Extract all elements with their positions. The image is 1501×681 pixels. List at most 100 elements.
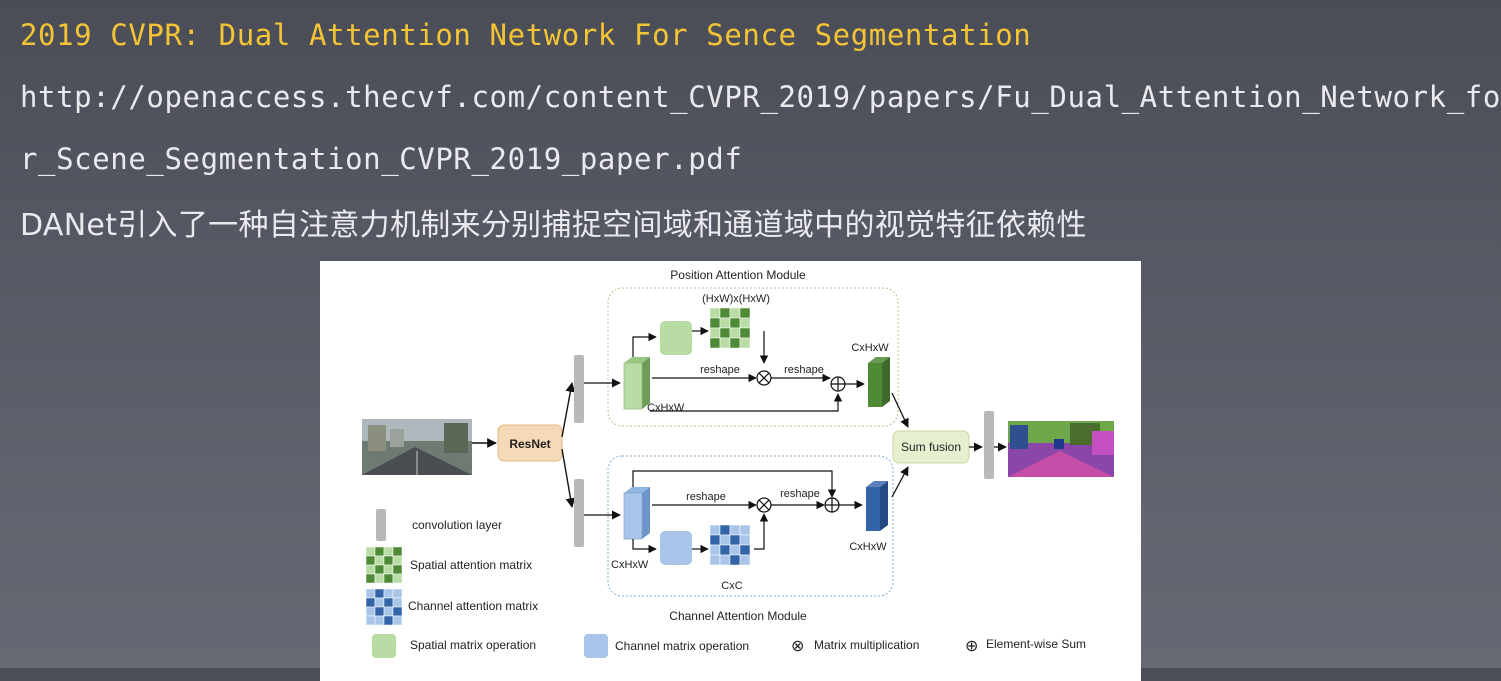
- pam-reshape-2: reshape: [784, 364, 824, 376]
- legend-spatial-op-label: Spatial matrix operation: [410, 638, 536, 652]
- legend-spatial-cell: [392, 564, 403, 575]
- legend-channel-cell: [392, 606, 403, 617]
- legend-channel-cell: [365, 588, 376, 599]
- channel-attention-module-box: [607, 455, 894, 597]
- cam-reshape-1: reshape: [686, 491, 726, 503]
- legend-conv-label: convolution layer: [412, 518, 502, 532]
- legend-channel-cell: [365, 597, 376, 608]
- legend-spatial-cell: [374, 555, 385, 566]
- legend-channel-cell: [383, 588, 394, 599]
- pam-matrix-cell: [709, 327, 721, 339]
- legend-spatial-cell: [365, 555, 376, 566]
- cam-input-feature: [623, 487, 650, 540]
- legend-spatial-matrix-swatch: [365, 546, 403, 584]
- legend-channel-cell: [383, 615, 394, 626]
- pam-input-dims: CxHxW: [647, 402, 685, 414]
- paper-url-line-2: r_Scene_Segmentation_CVPR_2019_paper.pdf: [20, 142, 743, 176]
- cam-reshape-2: reshape: [780, 488, 820, 500]
- pam-matrix-dims: (HxW)x(HxW): [702, 293, 770, 305]
- pam-output-feature: [868, 357, 890, 407]
- legend-channel-cell: [374, 615, 385, 626]
- cam-matrix-cell: [739, 544, 751, 556]
- legend-spatial-cell: [383, 555, 394, 566]
- cam-matrix-cell: [739, 554, 751, 566]
- legend-elem-sum-symbol: ⊕: [965, 638, 978, 655]
- legend-spatial-matrix-label: Spatial attention matrix: [410, 558, 532, 572]
- cam-input-dims: CxHxW: [611, 559, 649, 571]
- channel-module-title: Channel Attention Module: [669, 609, 807, 623]
- legend-channel-cell: [392, 597, 403, 608]
- cam-matrix-cell: [719, 554, 731, 566]
- pam-matrix-cell: [729, 317, 741, 329]
- pam-output-dims: CxHxW: [851, 342, 889, 354]
- cam-matrix-cell: [719, 544, 731, 556]
- pam-matrix-cell: [709, 317, 721, 329]
- legend-spatial-cell: [383, 546, 394, 557]
- cam-channel-attention-matrix: [709, 524, 751, 566]
- pam-matrix-cell: [719, 307, 731, 319]
- cam-matrix-cell: [739, 524, 751, 536]
- cam-matrix-dims: CxC: [721, 580, 742, 592]
- input-street-image: [362, 419, 472, 475]
- legend-mat-mul-label: Matrix multiplication: [814, 638, 919, 652]
- slide-description: DANet引入了一种自注意力机制来分别捕捉空间域和通道域中的视觉特征依赖性: [20, 208, 1087, 243]
- pam-matrix-cell: [739, 307, 751, 319]
- legend-spatial-cell: [374, 546, 385, 557]
- legend-channel-matrix-swatch: [365, 588, 403, 626]
- cam-output-dims: CxHxW: [849, 541, 887, 553]
- legend-spatial-op-swatch: [372, 634, 396, 658]
- resnet-label: ResNet: [509, 437, 550, 451]
- legend-channel-cell: [383, 606, 394, 617]
- cam-matrix-cell: [709, 524, 721, 536]
- diagram-canvas: Position Attention Module Channel Attent…: [362, 268, 1114, 658]
- legend-spatial-cell: [392, 555, 403, 566]
- slide-title: 2019 CVPR: Dual Attention Network For Se…: [20, 18, 1032, 52]
- cam-channel-operation: [660, 531, 692, 565]
- legend-channel-cell: [365, 606, 376, 617]
- pam-matrix-cell: [739, 327, 751, 339]
- output-conv-layer: [984, 411, 994, 479]
- pam-input-feature: [623, 357, 650, 410]
- cam-conv-layer: [574, 479, 584, 547]
- pam-matrix-cell: [739, 317, 751, 329]
- legend-channel-op-label: Channel matrix operation: [615, 639, 749, 653]
- cam-matrix-cell: [709, 544, 721, 556]
- cam-matrix-cell: [729, 524, 741, 536]
- pam-conv-layer: [574, 355, 584, 423]
- legend-channel-cell: [374, 588, 385, 599]
- legend-spatial-cell: [365, 573, 376, 584]
- position-module-title: Position Attention Module: [670, 268, 806, 282]
- legend-spatial-cell: [392, 573, 403, 584]
- pam-matrix-cell: [729, 327, 741, 339]
- cam-matrix-cell: [719, 524, 731, 536]
- legend-conv-swatch: [376, 509, 386, 541]
- legend-spatial-cell: [383, 573, 394, 584]
- legend-channel-cell: [374, 597, 385, 608]
- cam-matrix-cell: [739, 534, 751, 546]
- pam-matrix-cell: [709, 337, 721, 349]
- legend-channel-cell: [383, 597, 394, 608]
- paper-url-line-1: http://openaccess.thecvf.com/content_CVP…: [20, 80, 1501, 114]
- pam-matrix-cell: [719, 337, 731, 349]
- pam-matrix-cell: [719, 327, 731, 339]
- legend-spatial-cell: [365, 546, 376, 557]
- legend-spatial-cell: [392, 546, 403, 557]
- danet-architecture-diagram: Position Attention Module Channel Attent…: [320, 261, 1141, 681]
- legend-channel-cell: [365, 615, 376, 626]
- legend-channel-cell: [374, 606, 385, 617]
- legend-mat-mul-symbol: ⊗: [791, 638, 804, 655]
- cam-matrix-cell: [729, 534, 741, 546]
- legend-spatial-cell: [365, 564, 376, 575]
- pam-reshape-1: reshape: [700, 364, 740, 376]
- pam-spatial-operation: [660, 321, 692, 355]
- legend-channel-cell: [392, 615, 403, 626]
- legend-spatial-cell: [374, 573, 385, 584]
- cam-matrix-cell: [719, 534, 731, 546]
- cam-matrix-cell: [729, 554, 741, 566]
- cam-matrix-cell: [729, 544, 741, 556]
- pam-matrix-cell: [739, 337, 751, 349]
- pam-matrix-cell: [709, 307, 721, 319]
- pam-spatial-attention-matrix: [709, 307, 751, 349]
- cam-matrix-cell: [709, 534, 721, 546]
- legend-channel-cell: [392, 588, 403, 599]
